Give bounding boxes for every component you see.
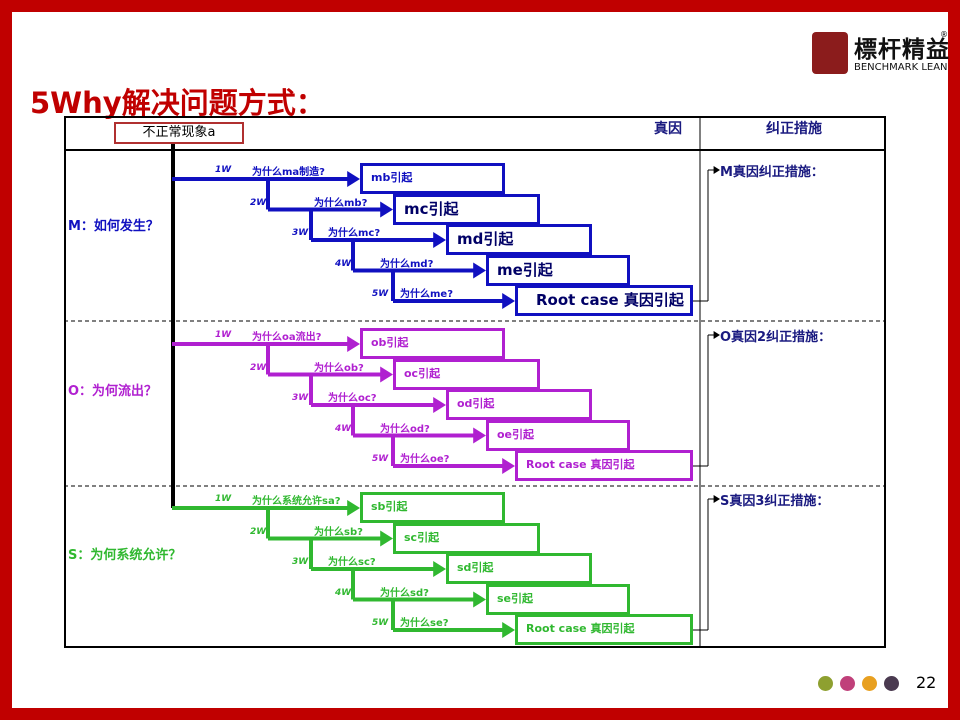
logo-en: BENCHMARK LEAN [854,62,948,73]
why-question: 为什么oe? [400,454,450,465]
arrowhead-icon [502,293,515,309]
cause-box: mb引起 [360,163,505,194]
cause-box: md引起 [446,224,592,255]
correction-action: S真因3纠正措施： [720,494,830,509]
slide-title: 5Why解决问题方式： [30,86,325,120]
why-level: 4W [335,587,352,598]
why-level: 2W [250,197,267,208]
logo: 標杆精益 ® BENCHMARK LEAN [812,30,949,82]
why-level: 1W [215,330,232,340]
section-question: M：如何发生？ [68,219,159,234]
footer-dot-icon [862,676,877,691]
cause-box: sd引起 [446,553,592,584]
logo-mark-icon [812,32,848,74]
why-question: 为什么sd? [380,587,429,599]
arrowhead-icon [380,201,393,218]
cause-box: me引起 [486,254,630,286]
cause-box: sb引起 [360,492,505,523]
why-question: 为什么ob? [314,362,364,374]
arrowhead-icon [380,530,393,547]
arrowhead-icon [347,171,360,187]
why-question: 为什么系统允许sa? [252,496,341,507]
why-question: 为什么sc? [328,557,376,568]
arrowhead-icon [473,427,486,444]
arrowhead-icon [473,262,486,279]
header-correction: 纠正措施 [766,121,822,137]
why-question: 为什么mb? [314,197,368,209]
phenomenon-box: 不正常现象a [114,122,244,144]
why-question: 为什么mc? [328,228,381,239]
cause-box: oe引起 [486,419,630,451]
why-question: 为什么md? [380,258,434,270]
why-level: 2W [250,526,267,537]
why-level: 5W [372,618,389,628]
cause-box: oc引起 [393,358,540,390]
why-level: 4W [335,423,352,434]
arrowhead-icon [433,561,446,577]
why-level: 5W [372,454,389,464]
why-level: 2W [250,362,267,373]
arrowhead-icon [473,591,486,608]
page-number: 22 [916,673,937,692]
cause-box: Root case 真因引起 [515,285,693,316]
arrowhead-icon [433,397,446,413]
why-level: 4W [335,258,352,269]
logo-reg: ® [940,30,948,39]
cause-box: Root case 真因引起 [515,450,693,481]
why-question: 为什么ma制造? [252,167,325,178]
cause-box: ob引起 [360,328,505,359]
why-level: 3W [292,393,309,403]
arrowhead-icon [380,366,393,383]
arrowhead-icon [347,336,360,352]
arrowhead-icon [713,331,720,339]
why-question: 为什么oc? [328,393,377,404]
cause-box: se引起 [486,583,630,615]
why-question: 为什么od? [380,423,430,435]
logo-cn: 標杆精益 [854,37,950,63]
footer-dot-icon [818,676,833,691]
section-question: S：为何系统允许？ [68,548,182,563]
correction-action: O真因2纠正措施： [720,330,832,345]
why-level: 1W [215,494,232,504]
five-why-table [64,116,886,648]
arrowhead-icon [347,500,360,516]
correction-action: M真因纠正措施： [720,165,824,180]
footer-dot-icon [840,676,855,691]
arrowhead-icon [502,458,515,474]
why-question: 为什么oa流出? [252,332,322,343]
arrowhead-icon [502,622,515,638]
cause-box: od引起 [446,389,592,420]
arrowhead-icon [433,232,446,248]
why-level: 3W [292,228,309,238]
section-question: O：为何流出？ [68,384,158,399]
why-level: 5W [372,289,389,299]
why-level: 1W [215,165,232,175]
cause-box: Root case 真因引起 [515,614,693,645]
why-question: 为什么se? [400,618,449,629]
why-question: 为什么me? [400,289,454,300]
footer-dots [818,676,906,695]
why-question: 为什么sb? [314,526,363,538]
footer-dot-icon [884,676,899,691]
arrowhead-icon [713,495,720,503]
cause-box: sc引起 [393,522,540,554]
cause-box: mc引起 [393,193,540,225]
why-level: 3W [292,557,309,567]
header-root-cause: 真因 [654,121,682,137]
arrowhead-icon [713,166,720,174]
